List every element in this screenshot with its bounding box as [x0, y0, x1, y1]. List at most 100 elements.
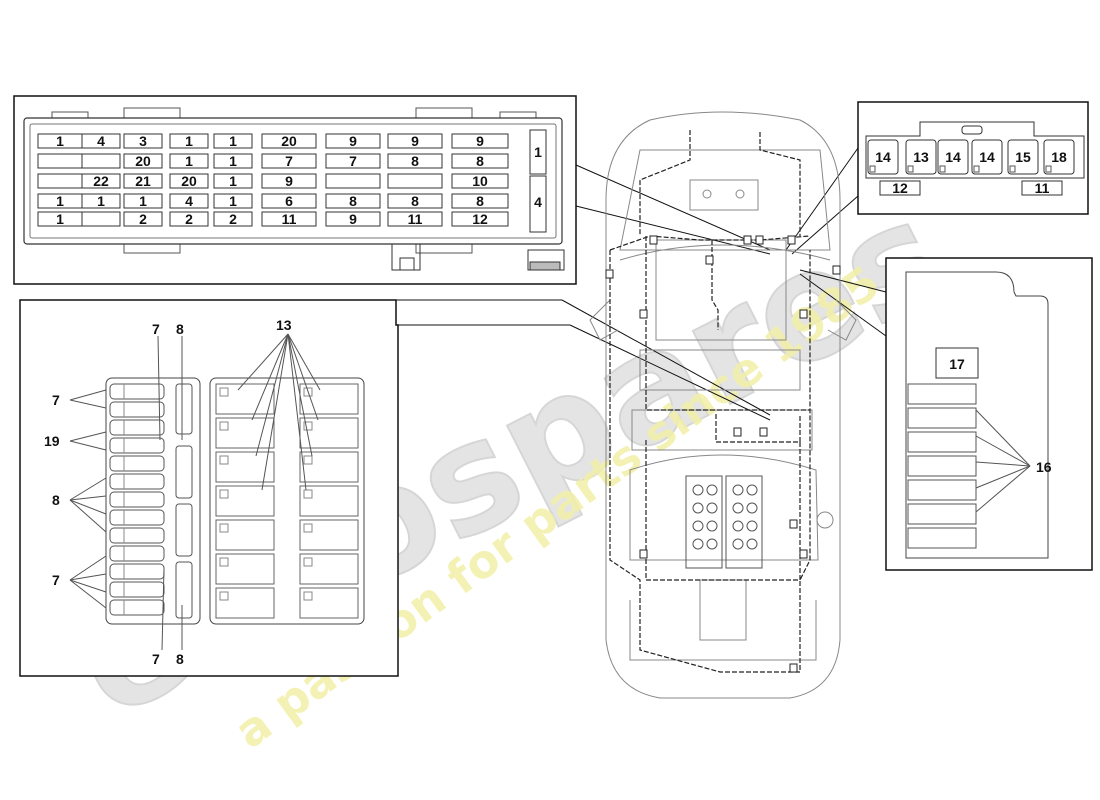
relay-socket — [215, 519, 275, 551]
fuse-slot — [325, 153, 381, 169]
leader-lines — [396, 147, 887, 421]
relay-socket — [215, 485, 275, 517]
relay-socket — [215, 553, 275, 585]
fuse-slot — [169, 173, 209, 189]
fuse-slot-label: 1 — [229, 193, 237, 209]
fuse-slot — [451, 173, 509, 189]
relay-socket-pin — [303, 591, 313, 601]
fuse-strip — [907, 383, 977, 405]
fuse-slot-label: 12 — [472, 211, 488, 227]
relay-socket — [299, 383, 359, 415]
fuse-slot-label: 9 — [411, 133, 419, 149]
fuse-slot-label: 8 — [349, 193, 357, 209]
relay-socket-pin — [303, 557, 313, 567]
mini-fuse — [109, 491, 165, 508]
fuse-slot — [261, 211, 317, 227]
mini-fuse — [109, 581, 165, 598]
fuse-slot-label: 22 — [93, 173, 109, 189]
fuse-slot-label: 1 — [185, 133, 193, 149]
relay-pin — [1045, 165, 1052, 173]
fuse-detail-panel: 7 8 13 7 19 8 7 7 8 — [19, 299, 399, 677]
relay-slot-label: 14 — [979, 149, 995, 165]
fuse-slot-label: 1 — [56, 133, 64, 149]
relay-socket-pin — [303, 523, 313, 533]
relay-socket-pin — [303, 387, 313, 397]
relay-pin — [973, 165, 980, 173]
fuse-slot-label: 1 — [229, 153, 237, 169]
fuse-slot-label: 8 — [411, 193, 419, 209]
fuse-slot-label: 1 — [139, 193, 147, 209]
side-slot-label: 4 — [534, 194, 542, 210]
fuse-slot — [213, 211, 253, 227]
fuse-slot — [261, 133, 317, 149]
relay-socket — [299, 587, 359, 619]
fuse-slot-label: 20 — [281, 133, 297, 149]
relay-socket-pin — [219, 421, 229, 431]
fuse-slot — [325, 193, 381, 209]
fuse-slot — [123, 133, 163, 149]
relay-17-label: 17 — [949, 356, 965, 372]
mini-fuse — [109, 599, 165, 616]
mini-fuse — [109, 419, 165, 436]
fuse-slot — [123, 193, 163, 209]
callout-16: 16 — [1036, 459, 1052, 475]
fuse-slot-label: 6 — [285, 193, 293, 209]
mini-fuse — [109, 437, 165, 454]
fuse-slot — [123, 211, 163, 227]
fuse-slot-label: 3 — [139, 133, 147, 149]
fuse-slot — [213, 133, 253, 149]
fuse-slot-label: 1 — [56, 193, 64, 209]
fuse-slot — [387, 153, 443, 169]
fuse-slot-label: 8 — [476, 193, 484, 209]
mini-fuse — [109, 473, 165, 490]
relay-socket — [215, 451, 275, 483]
mini-fuse — [109, 509, 165, 526]
relay-socket-pin — [219, 489, 229, 499]
relay-pin — [907, 165, 914, 173]
side-slot-label: 1 — [534, 144, 542, 160]
fuse-slot-label: 7 — [285, 153, 293, 169]
fuse-slot — [169, 153, 209, 169]
fuse-slot-label: 9 — [349, 211, 357, 227]
fuse-slot — [325, 173, 381, 189]
fuse-slot — [261, 193, 317, 209]
maxi-fuse — [175, 503, 193, 557]
callout-8: 8 — [176, 651, 184, 667]
mini-fuse — [109, 455, 165, 472]
fuse-slot-label: 1 — [56, 211, 64, 227]
callout-8: 8 — [52, 492, 60, 508]
relay-socket-pin — [219, 557, 229, 567]
relay-socket-pin — [219, 455, 229, 465]
fuse-slot — [81, 173, 121, 189]
fuse-slot — [387, 133, 443, 149]
relay-group-label: 12 — [892, 180, 908, 196]
harness-connectors — [605, 235, 841, 673]
relay-socket-pin — [303, 421, 313, 431]
fuse-strip — [907, 407, 977, 429]
fuse-slot — [325, 211, 381, 227]
callout-7: 7 — [152, 321, 160, 337]
relay-socket — [299, 519, 359, 551]
relay-socket-pin — [219, 591, 229, 601]
maxi-fuse — [175, 383, 193, 435]
mini-fuse — [109, 545, 165, 562]
relay-socket-pin — [219, 523, 229, 533]
relay-socket — [299, 485, 359, 517]
fuse-slot — [261, 173, 317, 189]
fuse-slot-label: 11 — [282, 211, 297, 227]
relay-slot-label: 15 — [1015, 149, 1031, 165]
fuse-slot — [81, 133, 121, 149]
relay-slot-label: 18 — [1051, 149, 1067, 165]
fuse-slot-label: 9 — [349, 133, 357, 149]
fuse-slot-label: 4 — [185, 193, 193, 209]
relay-socket — [299, 417, 359, 449]
relay-group-label: 11 — [1035, 180, 1050, 196]
fuse-slot — [387, 193, 443, 209]
fuse-slot-label: 8 — [476, 153, 484, 169]
fuse-slot-label: 21 — [135, 173, 151, 189]
callout-7: 7 — [52, 392, 60, 408]
